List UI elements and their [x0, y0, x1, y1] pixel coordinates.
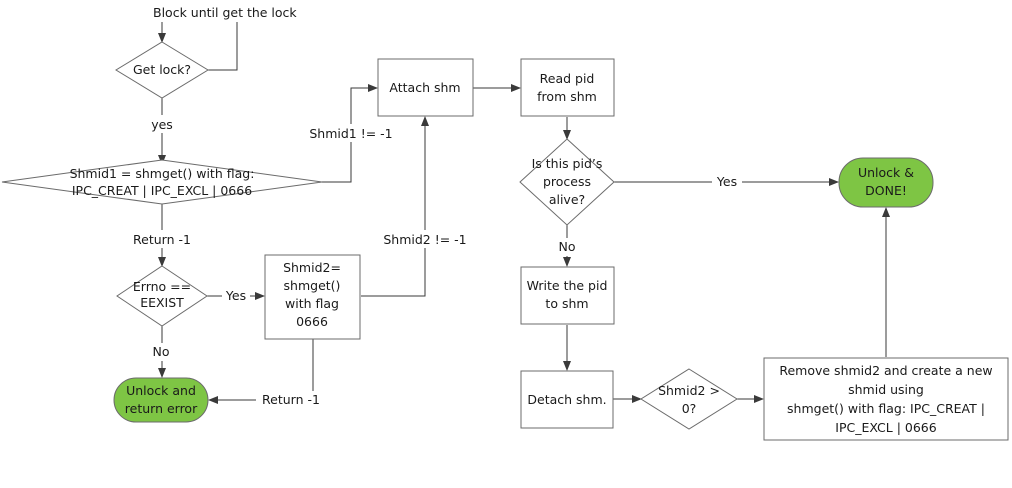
node-write-pid-text-2: to shm: [545, 296, 588, 311]
node-read-pid-text-1: Read pid: [540, 71, 595, 86]
node-alive-text-1: Is this pid’s: [532, 156, 603, 171]
node-write-pid: Write the pid to shm: [520, 266, 615, 325]
node-detach-shm: Detach shm.: [520, 370, 614, 429]
node-shmid2-gt-text-1: Shmid2 >: [658, 383, 720, 398]
node-unlock-error-text-1: Unlock and: [126, 383, 196, 398]
label-no-alive: No: [559, 239, 576, 254]
node-done-terminal: Unlock & DONE!: [838, 157, 934, 208]
node-shmid1-decision: Shmid1 = shmget() with flag: IPC_CREAT |…: [1, 159, 323, 205]
node-alive-decision: Is this pid’s process alive?: [519, 138, 615, 226]
label-yes-alive: Yes: [716, 174, 737, 189]
edge-shmid2-unlock: [208, 339, 314, 404]
node-alive-text-2: process: [543, 174, 591, 189]
label-return1: Return -1: [133, 232, 191, 247]
node-read-pid-text-2: from shm: [537, 89, 597, 104]
label-yes-errno: Yes: [225, 288, 246, 303]
node-shmid2-text-4: 0666: [296, 314, 328, 329]
node-shmid2-text-3: with flag: [285, 296, 339, 311]
node-shmid1-text-2: IPC_CREAT | IPC_EXCL | 0666: [72, 183, 252, 198]
node-read-pid: Read pid from shm: [520, 58, 615, 117]
node-attach-text: Attach shm: [389, 80, 460, 95]
label-block-until: Block until get the lock: [153, 5, 297, 20]
label-yes-lock: yes: [151, 117, 173, 132]
node-remove-text-2: shmid using: [848, 382, 924, 397]
node-shmid2-gt-decision: Shmid2 > 0?: [640, 368, 738, 430]
edge-shmid2-attach: [361, 116, 429, 297]
label-shmid2-ne: Shmid2 != -1: [383, 232, 466, 247]
node-shmid1-text-1: Shmid1 = shmget() with flag:: [70, 166, 255, 181]
node-detach-text: Detach shm.: [527, 392, 606, 407]
label-shmid1-ne: Shmid1 != -1: [309, 126, 392, 141]
node-remove-process: Remove shmid2 and create a new shmid usi…: [763, 357, 1009, 441]
node-shmid2-process: Shmid2= shmget() with flag 0666: [264, 254, 361, 340]
node-attach-shm: Attach shm: [377, 58, 474, 117]
node-alive-text-3: alive?: [549, 192, 585, 207]
node-unlock-error-terminal: Unlock and return error: [113, 377, 209, 423]
node-get-lock: Get lock?: [115, 41, 209, 99]
label-no-errno: No: [153, 344, 170, 359]
edge-labels: Block until get the lock yes Shmid1 != -…: [127, 5, 742, 409]
node-shmid2-gt-text-2: 0?: [682, 401, 697, 416]
label-return2: Return -1: [262, 392, 320, 407]
node-done-text-2: DONE!: [865, 183, 907, 198]
node-get-lock-text: Get lock?: [133, 62, 191, 77]
node-shmid2-text-1: Shmid2=: [283, 260, 341, 275]
node-errno-text-1: Errno ==: [133, 279, 191, 294]
node-errno-decision: Errno == EEXIST: [116, 265, 208, 327]
node-errno-text-2: EEXIST: [140, 295, 184, 310]
node-write-pid-text-1: Write the pid: [527, 278, 608, 293]
node-done-text-1: Unlock &: [858, 165, 914, 180]
node-remove-text-4: IPC_EXCL | 0666: [835, 420, 936, 435]
node-unlock-error-text-2: return error: [125, 401, 198, 416]
node-remove-text-1: Remove shmid2 and create a new: [779, 363, 992, 378]
node-shmid2-text-2: shmget(): [284, 278, 341, 293]
node-remove-text-3: shmget() with flag: IPC_CREAT |: [787, 401, 985, 416]
edge-getlock-loop: [208, 22, 238, 71]
